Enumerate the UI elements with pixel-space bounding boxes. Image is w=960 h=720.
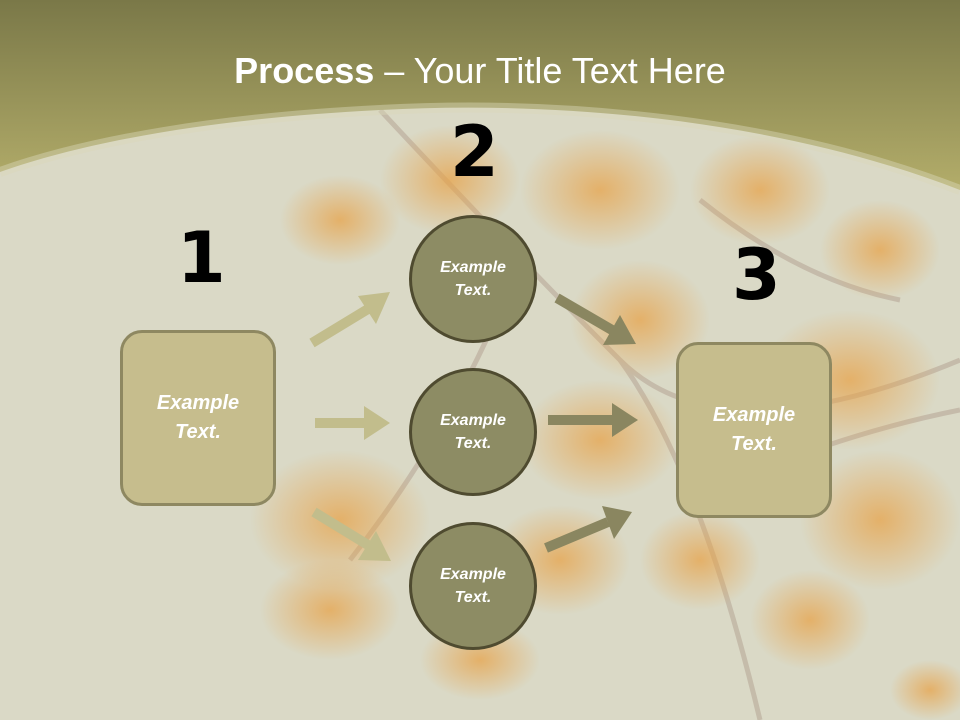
- title-rest: – Your Title Text Here: [374, 50, 726, 91]
- step-3-box: Example Text.: [676, 342, 832, 518]
- circle-text: Example Text.: [440, 259, 506, 299]
- title-bold: Process: [234, 50, 375, 91]
- step-1-text: Example Text.: [156, 392, 240, 443]
- step-number-2: 2: [450, 111, 499, 193]
- step-2-circle-middle: Example Text.: [409, 368, 537, 496]
- step-number-1: 1: [177, 217, 226, 299]
- slide-title: Process – Your Title Text Here: [0, 50, 960, 92]
- step-number-3: 3: [732, 234, 781, 316]
- step-1-box: Example Text.: [120, 330, 276, 506]
- step-2-circle-top: Example Text.: [409, 215, 537, 343]
- circle-text: Example Text.: [440, 566, 506, 606]
- circle-text: Example Text.: [440, 412, 506, 452]
- step-3-text: Example Text.: [712, 404, 796, 455]
- step-2-circle-bottom: Example Text.: [409, 522, 537, 650]
